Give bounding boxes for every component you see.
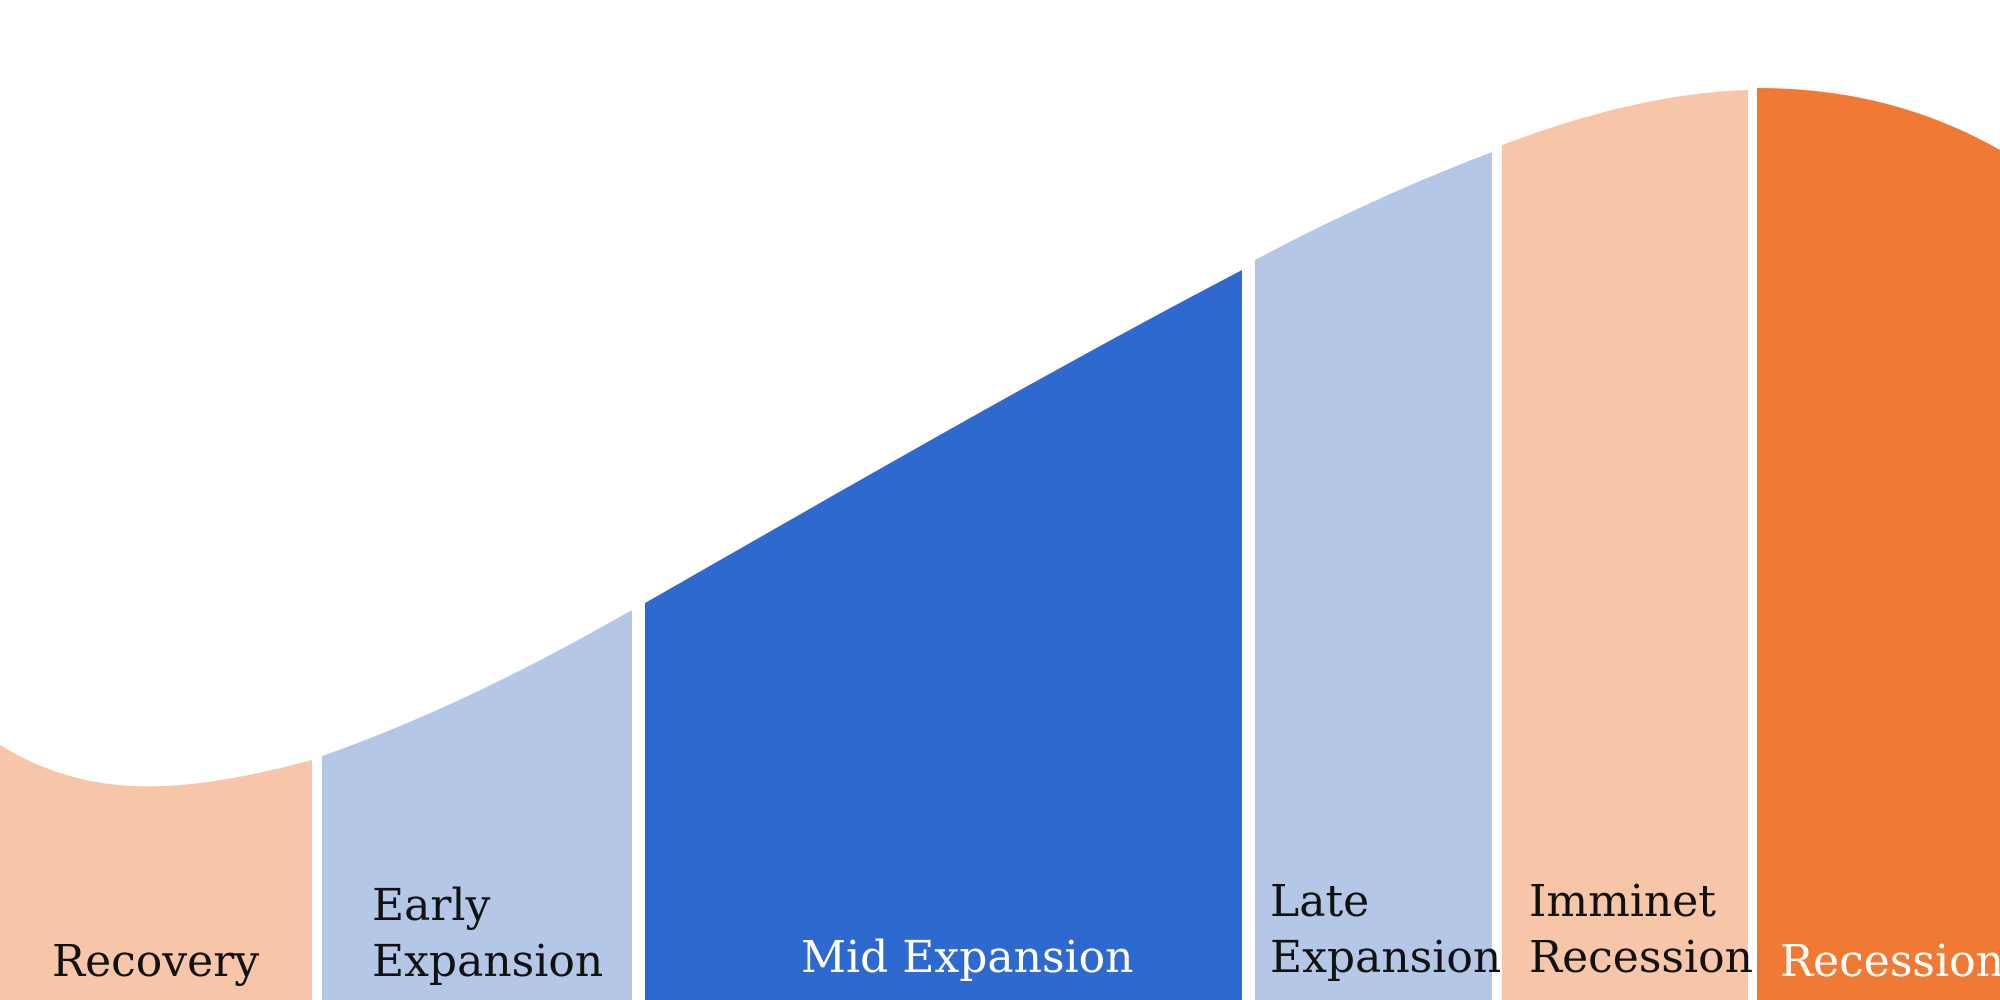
phase-label-line: Imminet (1529, 876, 1716, 927)
phase-label-line: Expansion (1270, 932, 1502, 983)
phase-label-early-expansion: Early Expansion (372, 878, 603, 990)
phase-label-line: Expansion (372, 936, 604, 987)
phase-label-line: Mid Expansion (801, 932, 1134, 983)
phase-label-recession: Recession (1780, 934, 2000, 990)
phase-early-expansion-band (322, 610, 632, 1000)
phase-imminent-recession-band (1502, 90, 1748, 1000)
phase-label-line: Recession (1529, 932, 1753, 983)
phase-recession-band (1757, 88, 2000, 1000)
phase-label-line: Late (1270, 876, 1370, 927)
phase-label-imminent-recession: Imminet Recession (1529, 874, 1753, 986)
phase-mid-expansion-band (645, 270, 1242, 1000)
phase-label-line: Recovery (52, 936, 260, 987)
phase-label-late-expansion: Late Expansion (1270, 874, 1501, 986)
phase-label-line: Recession (1780, 936, 2000, 987)
phase-label-mid-expansion: Mid Expansion (801, 930, 1133, 986)
phase-late-expansion-band (1255, 152, 1492, 1000)
phase-label-line: Early (372, 880, 491, 931)
phase-label-recovery: Recovery (52, 934, 259, 990)
phase-recovery-band (0, 745, 312, 1000)
